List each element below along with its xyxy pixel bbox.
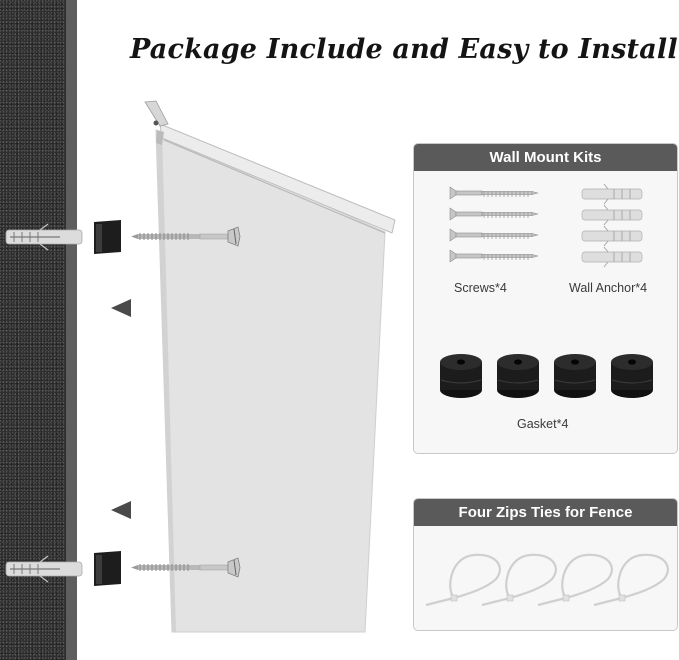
wall-anchor-label: Wall Anchor*4 [569,281,648,295]
direction-arrow-icon [111,501,131,519]
gasket-icon [440,354,482,398]
bottom-mount [5,551,241,586]
gasket-icon [497,354,539,398]
zip-ties-panel: Four Zips Ties for Fence [413,498,678,631]
mailbox-body [144,100,396,633]
screw-icon [449,186,539,263]
direction-arrow-icon [111,299,131,317]
wall-mount-kits-header: Wall Mount Kits [414,144,677,171]
wall-mount-kits-panel: Wall Mount Kits Screws*4 Wall [413,143,678,454]
wall [0,0,66,660]
gasket-label: Gasket*4 [517,417,569,431]
gasket-icon [554,354,596,398]
zip-ties-header: Four Zips Ties for Fence [414,499,677,526]
wall-edge [66,0,77,660]
gasket-icon [611,354,653,398]
top-mount [5,220,241,254]
page-title: Package Include and Easy to Install [130,34,678,65]
screws-label: Screws*4 [454,281,507,295]
wall-anchor-icon [581,184,643,268]
zip-tie-icon [425,553,669,607]
